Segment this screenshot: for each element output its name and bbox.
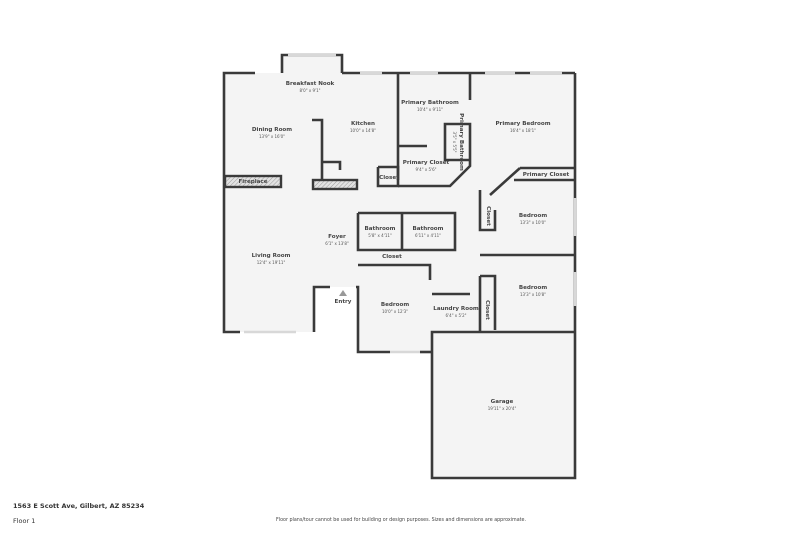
floor-label: Floor 1 (13, 517, 36, 525)
room-name: Bedroom (518, 213, 548, 219)
room-name: Bedroom (380, 302, 410, 308)
room-dimensions: 8'0" x 9'1" (299, 88, 321, 93)
room-dimensions: 6'4" x 5'2" (445, 313, 467, 318)
room-name: Entry (334, 299, 352, 305)
room-name: Bathroom (364, 226, 396, 232)
windows (244, 53, 577, 354)
walls (222, 53, 577, 480)
room-name: Primary Bathroom (458, 113, 464, 171)
room-name: Closet (485, 206, 491, 226)
room-dimensions: 12'4" x 19'11" (256, 260, 286, 265)
fireplace-hearth (223, 174, 283, 189)
room-name: Dining Room (251, 127, 293, 133)
room-name: Foyer (328, 234, 346, 240)
room-name: Primary Bedroom (495, 121, 551, 127)
room-name: Bathroom (412, 226, 444, 232)
room-closet-2: Closet (382, 254, 402, 260)
disclaimer: Floor plans/tour cannot be used for buil… (276, 518, 527, 523)
room-entry: Entry (335, 299, 352, 305)
room-name: Fireplace (238, 179, 268, 185)
address: 1563 E Scott Ave, Gilbert, AZ 85234 (13, 502, 145, 510)
room-dimensions: 9'4" x 5'6" (415, 167, 437, 172)
room-name: Closet (382, 254, 402, 260)
room-dimensions: 19'11" x 20'4" (487, 406, 517, 411)
room-dimensions: 10'4" x 9'11" (416, 107, 444, 112)
room-dimensions: 6'11" x 4'11" (414, 233, 442, 238)
room-name: Garage (490, 399, 514, 405)
room-closet: Closet (379, 175, 399, 181)
kitchen-counter (311, 178, 359, 191)
room-dimensions: 13'3" x 10'0" (519, 220, 547, 225)
room-dimensions: 5'8" x 4'11" (368, 233, 392, 238)
room-dimensions: 10'0" x 14'8" (349, 128, 377, 133)
room-name: Closet (484, 300, 490, 320)
room-closet-4: Closet (484, 300, 490, 320)
room-name: Laundry Room (433, 306, 479, 312)
room-dimensions: 3'5" x 5'5" (452, 131, 457, 153)
entry-arrow-icon (339, 290, 347, 296)
room-dimensions: 13'3" x 10'8" (519, 292, 547, 297)
floor-area (224, 55, 575, 478)
room-name: Primary Closet (402, 160, 450, 166)
room-name: Bedroom (518, 285, 548, 291)
room-dimensions: 16'4" x 18'1" (509, 128, 537, 133)
room-name: Primary Closet (522, 172, 570, 178)
room-primary-closet-2: Primary Closet (523, 172, 569, 178)
room-dimensions: 10'0" x 12'3" (381, 309, 409, 314)
room-dimensions: 13'9" x 16'0" (258, 134, 286, 139)
room-dimensions: 6'1" x 13'8" (325, 241, 349, 246)
room-name: Breakfast Nook (285, 81, 335, 87)
room-name: Primary Bathroom (401, 100, 459, 106)
room-closet-3: Closet (485, 206, 491, 226)
room-name: Living Room (251, 253, 291, 259)
room-name: Closet (379, 175, 399, 181)
room-fireplace: Fireplace (238, 179, 267, 185)
room-name: Kitchen (350, 121, 375, 127)
